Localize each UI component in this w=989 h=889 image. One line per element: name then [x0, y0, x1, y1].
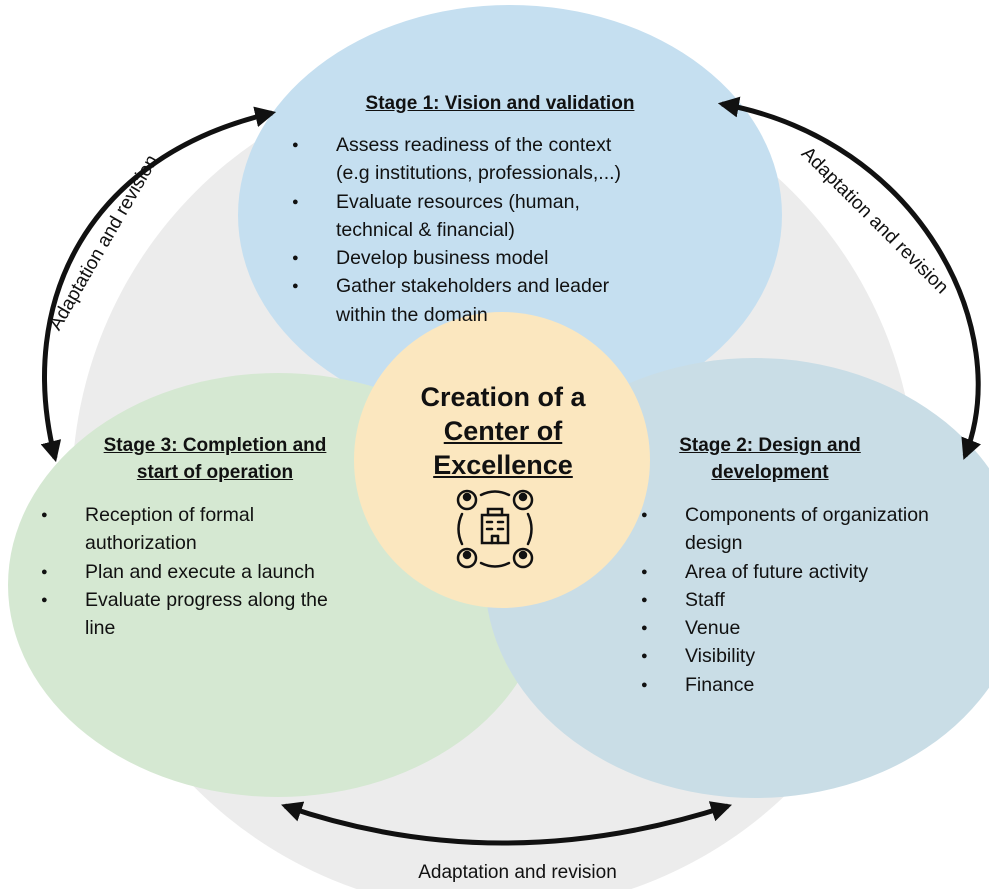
stage-3-list: Reception of formal authorizationPlan and… — [40, 501, 328, 642]
list-item-line: authorization — [85, 532, 197, 555]
list-item: Develop business model — [291, 244, 621, 273]
list-item: Finance — [640, 671, 929, 700]
list-item: Area of future activity — [640, 558, 929, 587]
list-item-line: Components of organization — [685, 504, 929, 526]
list-item: Evaluate resources (human, technical & fi… — [291, 188, 621, 245]
list-item: Assess readiness of the context (e.g inst… — [291, 131, 621, 188]
center-circle — [354, 312, 650, 608]
stage-2-title: Stage 2: Design and development — [625, 432, 915, 486]
list-item: Gather stakeholders and leader within the… — [291, 272, 621, 329]
stage-1-title: Stage 1: Vision and validation — [365, 93, 635, 114]
list-item-line: design — [685, 532, 743, 555]
list-item-line: Finance — [685, 673, 755, 696]
list-item-line: Venue — [685, 617, 741, 640]
list-item: Staff — [640, 586, 929, 615]
stage-3-title-line-2: start of operation — [136, 462, 294, 483]
list-item-line: (e.g institutions, professionals,...) — [336, 162, 622, 185]
bottom-cycle-label: Adaptation and revision — [418, 862, 617, 883]
right-cycle-arrow — [717, 96, 981, 460]
list-item: Components of organization design — [640, 501, 929, 558]
center-title-line-2: Center of — [443, 416, 563, 446]
list-item-line: Evaluate progress along the — [85, 588, 328, 611]
list-item-line: Gather stakeholders and leader — [336, 275, 610, 298]
list-item-line: technical & financial) — [336, 218, 515, 241]
list-item: Plan and execute a launch — [40, 558, 328, 587]
organization-network-icon — [456, 489, 534, 569]
list-item-line: line — [85, 617, 116, 640]
list-item-line: Reception of formal — [85, 504, 255, 526]
list-item-line: Staff — [685, 588, 725, 611]
list-item-line: Area of future activity — [685, 560, 869, 583]
stage-2-title-line-2: development — [711, 462, 829, 483]
stage-3-title-line-1: Stage 3: Completion and — [103, 435, 327, 456]
list-item-line: Evaluate resources (human, — [336, 190, 580, 213]
list-item: Evaluate progress along the line — [40, 586, 328, 643]
left-cycle-arrow — [40, 106, 277, 463]
list-item: Venue — [640, 614, 929, 643]
center-title-line-3: Excellence — [433, 450, 573, 480]
list-item-line: Develop business model — [336, 247, 549, 270]
list-item-line: Assess readiness of the context — [336, 134, 612, 156]
bottom-cycle-arrow — [281, 801, 732, 846]
stage-3-title: Stage 3: Completion and start of operati… — [60, 432, 370, 486]
center-title: Creation of a Center of Excellence — [380, 380, 626, 482]
stage-1-list: Assess readiness of the context (e.g inst… — [291, 131, 621, 329]
center-title-line-1: Creation of a — [420, 382, 586, 412]
list-item: Reception of formal authorization — [40, 501, 328, 558]
list-item-line: Visibility — [685, 645, 756, 668]
stage-2-list: Components of organization designArea of … — [640, 501, 929, 699]
stage-2-title-line-1: Stage 2: Design and — [679, 435, 861, 456]
list-item-line: within the domain — [336, 303, 488, 326]
list-item-line: Plan and execute a launch — [85, 560, 315, 583]
list-item: Visibility — [640, 642, 929, 671]
